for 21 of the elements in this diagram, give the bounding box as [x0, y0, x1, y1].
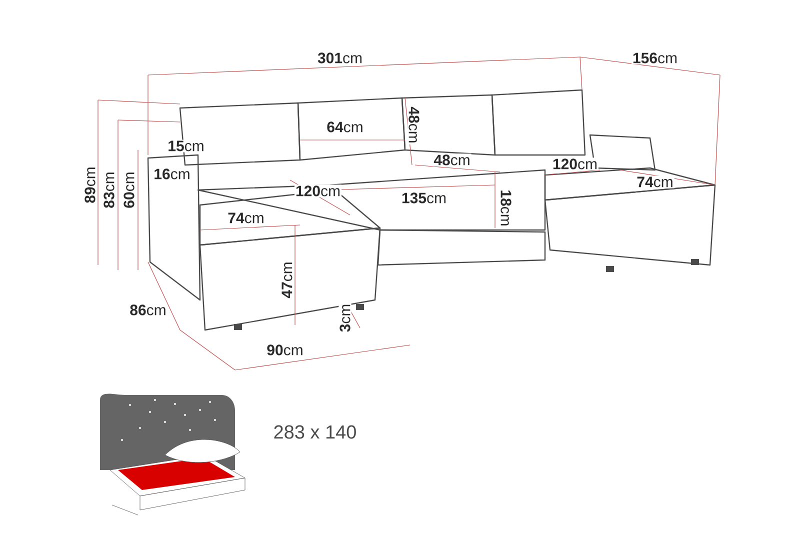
dimension-label: 120cm [294, 184, 342, 198]
dimension-label: 15cm [166, 140, 206, 152]
dimension-label: 89cm [84, 166, 96, 204]
dimension-label: 83cm [102, 170, 116, 210]
dimension-label: 3cm [338, 302, 352, 334]
dimension-label: 120cm [552, 158, 599, 170]
dimension-label: 74cm [636, 176, 674, 188]
dimension-label: 16cm [152, 168, 192, 180]
dimension-label: 156cm [632, 52, 679, 64]
dimension-label: 90cm [266, 344, 304, 356]
bed-size-label: 283 x 140 [274, 425, 356, 439]
dimension-label: 135cm [400, 192, 448, 204]
dimension-label: 48cm [408, 106, 420, 144]
dimension-label: 74cm [226, 212, 266, 224]
dimension-label: 18cm [500, 188, 512, 228]
dimension-label: 60cm [122, 170, 136, 210]
dimension-label: 47cm [280, 260, 294, 300]
dimension-label: 86cm [128, 304, 168, 316]
dimension-label: 301cm [316, 52, 364, 64]
dimension-label: 48cm [432, 154, 472, 166]
dimension-label: 64cm [326, 120, 364, 134]
